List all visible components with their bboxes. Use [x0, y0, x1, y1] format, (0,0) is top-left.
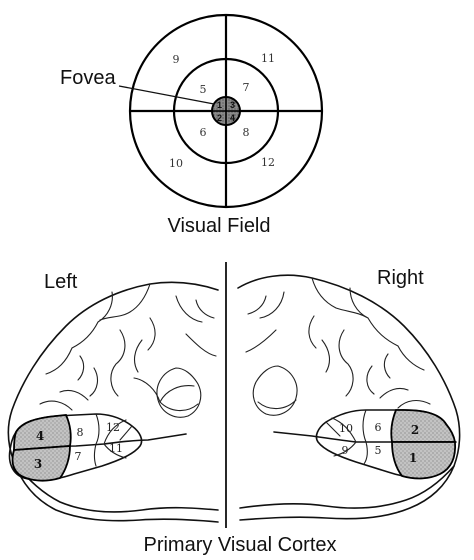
fovea-label: Fovea	[60, 67, 116, 89]
right-hemisphere: Right 2 1 6 5 10 9	[237, 267, 461, 521]
fovea-pointer-line	[118, 85, 215, 105]
field-quadrant-8: 8	[243, 126, 250, 139]
left-region-3-label: 3	[34, 457, 42, 471]
right-hemisphere-label: Right	[377, 267, 424, 289]
fovea-quadrant-2: 2	[217, 113, 222, 123]
fovea-quadrant-3: 3	[230, 100, 235, 110]
right-region-2	[390, 409, 457, 443]
left-lobe-fold	[159, 401, 199, 412]
left-segment-dividers	[93, 413, 133, 467]
field-quadrant-6: 6	[200, 126, 207, 139]
left-brain-outline	[7, 281, 219, 523]
left-region-4	[13, 414, 72, 451]
field-quadrant-12: 12	[261, 156, 275, 169]
right-region-1	[391, 441, 457, 480]
left-region-12-label: 12	[106, 421, 120, 434]
right-region-1-label: 1	[409, 451, 417, 465]
fovea-quadrant-1: 1	[217, 100, 222, 110]
field-quadrant-11: 11	[261, 52, 275, 65]
visual-field-diagram: 9 11 10 12 5 7 6 8 1 3 2 4 Fovea Visual …	[60, 13, 324, 237]
cortex-title: Primary Visual Cortex	[143, 534, 336, 556]
right-lobe-curve	[252, 365, 298, 416]
right-segment-dividers	[325, 409, 368, 465]
left-brain-base	[13, 461, 219, 513]
left-region-4-label: 4	[36, 429, 44, 443]
field-quadrant-7: 7	[243, 81, 250, 94]
left-region-3	[11, 445, 71, 482]
right-region-2-label: 2	[411, 423, 419, 437]
left-hemisphere: Left 4 3 8 7 12 11	[7, 271, 219, 523]
field-quadrant-10: 10	[169, 157, 183, 170]
right-brain-base	[239, 465, 455, 509]
right-region-10-label: 10	[339, 422, 353, 435]
left-lobe-curve	[156, 367, 202, 418]
left-region-11-label: 11	[109, 442, 123, 455]
right-brain-outline	[237, 274, 461, 521]
left-region-7-label: 7	[75, 450, 82, 463]
right-gyri	[245, 277, 431, 409]
visual-field-title: Visual Field	[167, 215, 270, 237]
right-region-6-label: 6	[375, 421, 382, 434]
left-gyri	[39, 283, 217, 411]
right-region-9-label: 9	[342, 444, 349, 457]
left-region-8-label: 8	[77, 426, 84, 439]
field-quadrant-5: 5	[200, 83, 207, 96]
fovea-quadrant-4: 4	[230, 113, 235, 123]
left-hemisphere-label: Left	[44, 271, 78, 293]
right-lobe-fold	[257, 399, 297, 410]
field-quadrant-9: 9	[173, 53, 180, 66]
right-region-5-label: 5	[375, 444, 382, 457]
